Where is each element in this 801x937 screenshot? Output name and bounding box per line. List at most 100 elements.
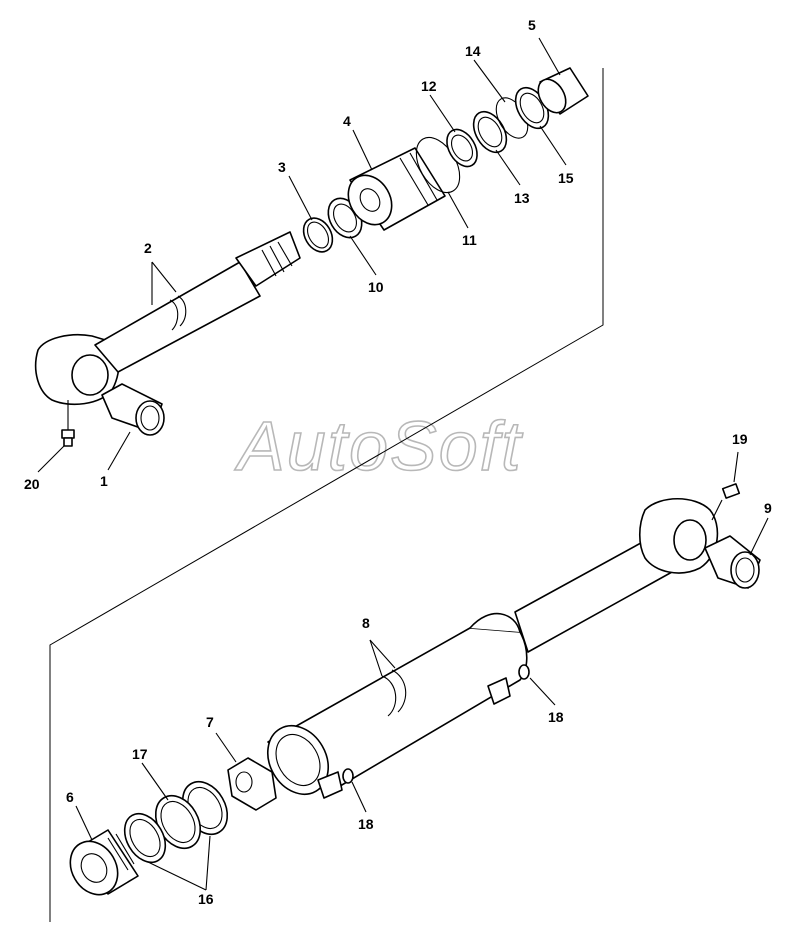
part-12-ring-inner xyxy=(450,134,474,162)
leader-13 xyxy=(495,149,521,186)
tube-lug xyxy=(487,677,511,705)
part-18-snap-ring xyxy=(518,664,530,680)
callout-20: 20 xyxy=(24,476,40,492)
part-3-ring-inner xyxy=(306,221,330,249)
leader-4 xyxy=(352,129,373,171)
thread-line xyxy=(277,241,293,267)
callout-18: 18 xyxy=(548,709,564,725)
callout-15: 15 xyxy=(558,170,574,186)
leader-11 xyxy=(447,191,469,229)
callout-14: 14 xyxy=(465,43,481,59)
callout-3: 3 xyxy=(278,159,286,175)
tube-bore xyxy=(275,734,321,786)
callout-19: 19 xyxy=(732,431,748,447)
fitting-body xyxy=(61,429,75,439)
part-18-snap-ring xyxy=(342,768,354,784)
part-16-ring xyxy=(123,812,167,864)
callout-1: 1 xyxy=(100,473,108,489)
callout-17: 17 xyxy=(132,746,148,762)
fitting-nipple xyxy=(63,437,73,447)
leader-3 xyxy=(288,175,313,221)
tube-mouth xyxy=(267,725,329,795)
part-7-nut xyxy=(227,757,277,811)
break-mark xyxy=(169,299,179,331)
leader-8b xyxy=(369,639,396,669)
part-17-ring-inner xyxy=(160,800,196,844)
break-mark xyxy=(391,669,407,713)
leader-16a xyxy=(205,835,211,891)
leader-12 xyxy=(429,94,456,133)
part-9-cylinder-eye xyxy=(514,498,761,653)
callout-11: 11 xyxy=(462,232,477,248)
callout-9: 9 xyxy=(764,500,772,516)
callout-2: 2 xyxy=(144,240,152,256)
nut-bore xyxy=(235,771,253,793)
callout-6: 6 xyxy=(66,789,74,805)
callout-4: 4 xyxy=(343,113,351,129)
cylinder-eye-bore xyxy=(673,519,707,561)
eye-bushing-bore xyxy=(735,557,755,583)
thread-line xyxy=(269,245,285,273)
callout-10: 10 xyxy=(368,279,384,295)
piston-rod-assembly xyxy=(34,231,301,406)
gland-bore xyxy=(80,853,108,883)
part-13-ring xyxy=(472,110,508,154)
part-1-bushing xyxy=(101,383,165,436)
tube-end xyxy=(469,612,521,633)
tube-lug xyxy=(317,771,343,799)
rod-eye-bore xyxy=(71,354,109,396)
leader-7 xyxy=(215,732,237,763)
piston-bore xyxy=(359,188,381,212)
tube-body xyxy=(267,627,528,793)
bushing-bore xyxy=(140,405,160,431)
leader-16b xyxy=(147,861,207,891)
gland-groove xyxy=(107,837,129,871)
callout-labels: 1 2 3 4 5 6 7 8 9 10 11 12 13 14 15 16 1… xyxy=(24,17,772,907)
bushing-end xyxy=(537,78,567,114)
leader-15 xyxy=(539,125,567,166)
leader-19 xyxy=(733,451,739,483)
part-16-ring-inner xyxy=(129,818,161,858)
callout-8: 8 xyxy=(362,615,370,631)
leader-17 xyxy=(141,762,169,801)
leader-18a xyxy=(351,781,367,813)
leader-8a xyxy=(369,639,383,677)
part-15-ring-inner xyxy=(519,92,545,124)
frame-line xyxy=(49,68,604,922)
callout-16: 16 xyxy=(198,891,214,907)
gland-groove xyxy=(115,833,135,865)
part-12-ring xyxy=(446,128,478,168)
callout-5: 5 xyxy=(528,17,536,33)
callout-12: 12 xyxy=(421,78,437,94)
part-13-ring-inner xyxy=(477,116,503,148)
piston-groove xyxy=(399,157,429,206)
leader-10 xyxy=(349,235,377,276)
part-8-cylinder-tube xyxy=(267,612,528,799)
fitting-body xyxy=(721,483,741,499)
part-3-ring xyxy=(302,217,334,253)
part-5-bushing xyxy=(537,67,589,115)
part-4-piston xyxy=(347,147,446,231)
leader-5 xyxy=(538,37,561,76)
leader-6 xyxy=(75,805,93,841)
callout-13: 13 xyxy=(514,190,530,206)
leader-20 xyxy=(37,445,65,473)
fitting-stem xyxy=(711,499,723,521)
break-mark xyxy=(177,295,187,327)
leader-14 xyxy=(473,59,506,103)
break-mark xyxy=(381,675,397,717)
watermark: AutoSoft xyxy=(234,407,523,485)
leader-18b xyxy=(529,677,556,706)
gland-face xyxy=(69,840,119,896)
callout-18: 18 xyxy=(358,816,374,832)
thread-line xyxy=(261,249,277,277)
rod-thread xyxy=(235,231,301,287)
part-6-gland xyxy=(69,829,139,896)
eye-bushing-end xyxy=(730,551,760,589)
leader-lines xyxy=(37,37,769,891)
part-19-grease-fitting xyxy=(711,483,741,521)
leader-9 xyxy=(749,517,769,556)
leader-1 xyxy=(107,431,131,471)
